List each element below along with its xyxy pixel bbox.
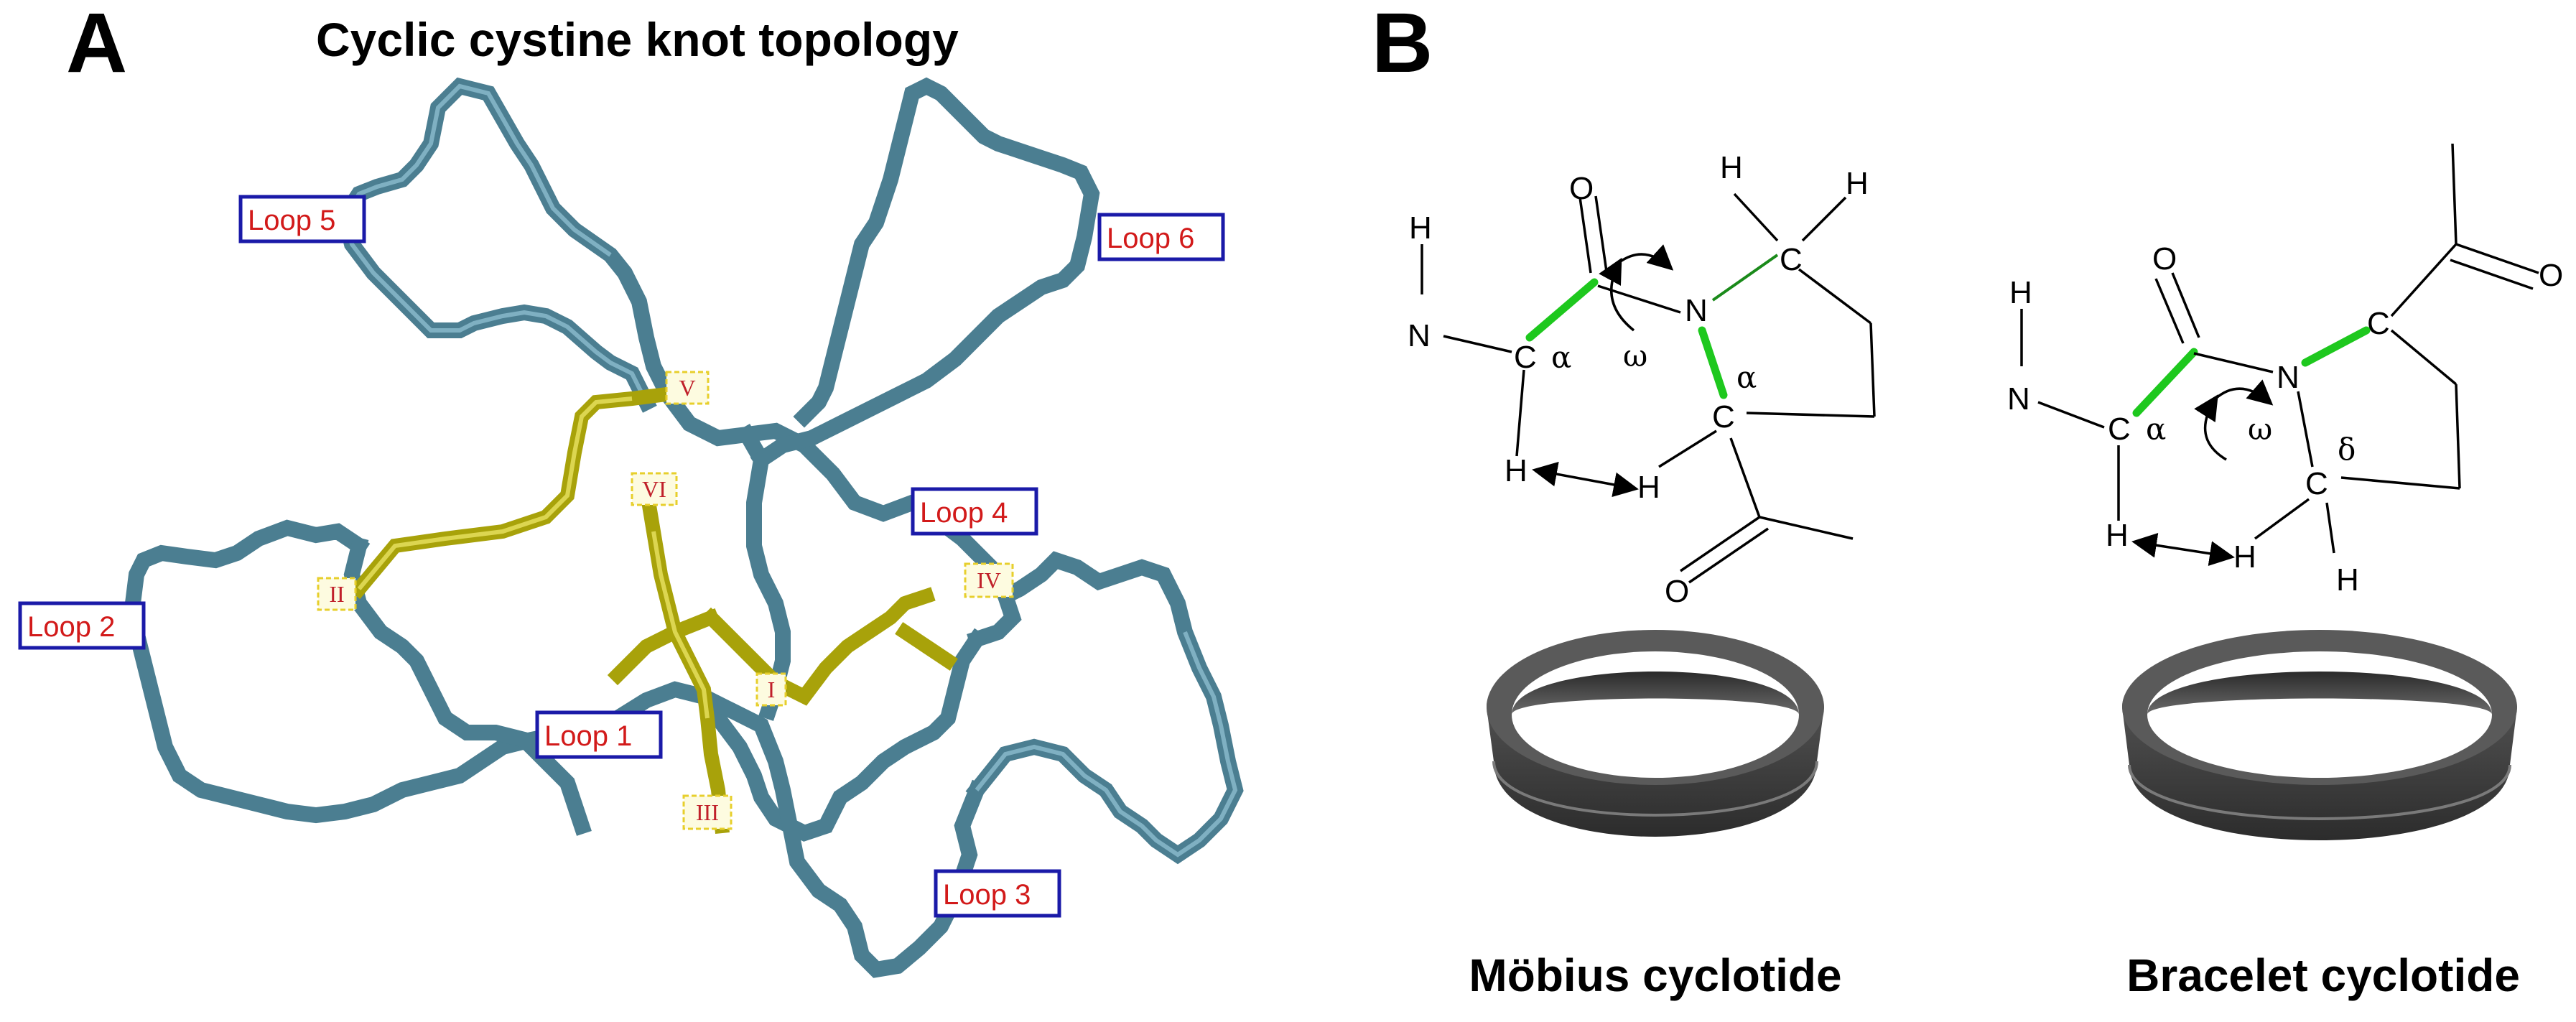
svg-text:α: α [1551,340,1571,375]
svg-text:Loop 3: Loop 3 [943,879,1031,911]
svg-text:H: H [2233,539,2256,575]
loop-label-6: Loop 6 [1097,213,1225,261]
svg-text:O: O [2152,241,2177,277]
cysteine-label-iv: IV [964,562,1014,598]
cysteine-label-ii: II [317,577,357,611]
disulfide-bonds [348,386,958,834]
loop-label-3: Loop 3 [934,869,1061,918]
loop-label-5: Loop 5 [238,195,366,243]
mobius-caption: Möbius cyclotide [1469,949,1841,1001]
panel-b: B O H N C [1372,0,2563,1001]
svg-text:Loop 2: Loop 2 [27,611,115,643]
cysteine-label-v: V [665,371,710,405]
peptide-backbone [124,77,1244,978]
svg-text:N: N [1408,318,1431,353]
cysteine-label-vi: VI [631,472,678,506]
svg-text:Loop 6: Loop 6 [1107,223,1194,254]
svg-text:Loop 5: Loop 5 [248,205,335,236]
mobius-structure: O H N C α ω N C H H C α H H O [1408,150,1876,609]
svg-text:α: α [2146,412,2166,447]
svg-text:δ: δ [2338,432,2356,467]
svg-text:C: C [2108,412,2131,447]
bracelet-caption: Bracelet cyclotide [2126,949,2520,1001]
svg-text:N: N [1685,293,1708,328]
svg-text:H: H [1505,453,1528,488]
svg-text:C: C [1514,340,1537,375]
cysteine-label-iii: III [682,794,733,830]
svg-text:H: H [1637,470,1660,505]
panel-b-letter: B [1372,0,1433,90]
svg-text:O: O [1665,574,1689,609]
svg-text:C: C [1712,399,1735,435]
svg-text:C: C [2305,466,2328,501]
panel-a-letter: A [66,0,127,90]
svg-text:H: H [2336,562,2359,598]
svg-text:O: O [1569,171,1594,206]
svg-text:O: O [2539,258,2563,293]
svg-text:III: III [696,799,719,825]
panel-a-title: Cyclic cystine knot topology [316,13,959,66]
svg-text:I: I [768,677,776,702]
svg-text:IV: IV [977,567,1001,593]
svg-text:H: H [2106,518,2129,553]
loop-label-1: Loop 1 [535,710,663,759]
svg-text:ω: ω [2248,412,2272,447]
loop-label-2: Loop 2 [18,601,146,650]
svg-text:II: II [329,581,344,607]
bracelet-ring-illustration [2122,630,2517,840]
svg-text:Loop 1: Loop 1 [544,720,632,752]
svg-text:H: H [2009,275,2032,310]
svg-text:C: C [1780,242,1803,277]
svg-text:V: V [679,375,695,401]
svg-text:ω: ω [1623,338,1647,373]
svg-text:N: N [2007,381,2030,417]
svg-text:H: H [1720,150,1743,185]
svg-text:α: α [1736,360,1757,395]
svg-text:H: H [1409,210,1432,246]
loop-label-4: Loop 4 [911,487,1038,536]
svg-text:VI: VI [642,476,666,502]
cysteine-label-i: I [755,672,787,707]
mobius-ring-illustration [1487,630,1824,837]
svg-text:Loop 4: Loop 4 [920,497,1008,529]
bracelet-structure: O O H N C α ω N C C δ H H H [2007,143,2563,598]
svg-text:C: C [2367,306,2390,341]
panel-a: A Cyclic cystine knot topology [18,0,1244,978]
svg-text:H: H [1846,166,1869,201]
svg-text:N: N [2277,360,2300,395]
